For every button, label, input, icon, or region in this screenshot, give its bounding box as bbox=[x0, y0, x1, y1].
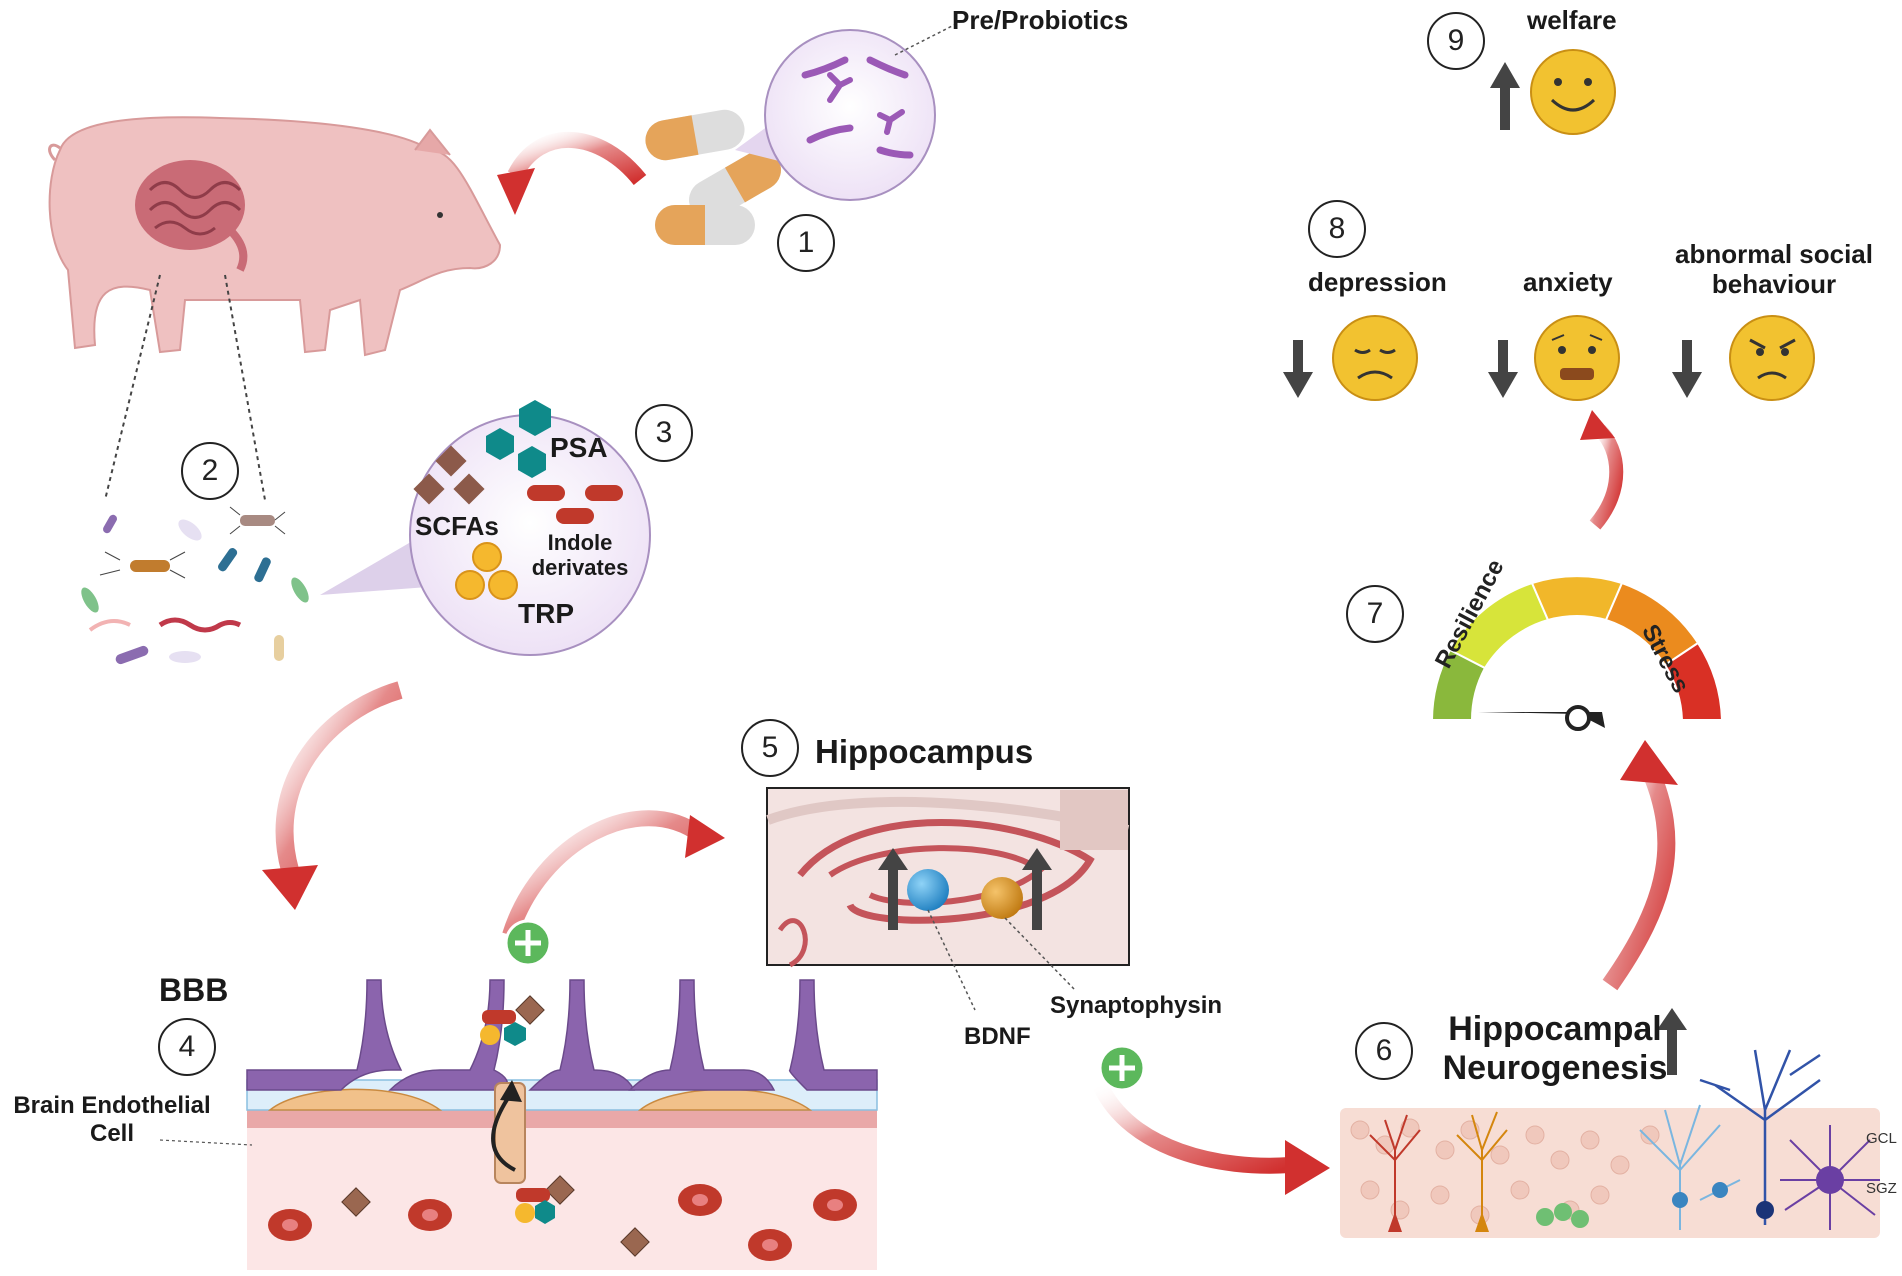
metabolites-bubble bbox=[409, 400, 651, 656]
indole-derivates-label: Indole derivates bbox=[520, 530, 640, 581]
blood-brain-barrier-illustration bbox=[159, 979, 878, 1270]
stress-resilience-gauge bbox=[1430, 575, 1724, 731]
arrow-neurogenesis-to-gauge bbox=[1602, 740, 1678, 991]
bbb-label: BBB bbox=[159, 972, 229, 1008]
abnormal-social-behaviour-label: abnormal social behaviour bbox=[1674, 239, 1874, 300]
neuro-line-1: Hippocampal bbox=[1448, 1010, 1662, 1048]
psa-label: PSA bbox=[550, 432, 608, 463]
plus-icon bbox=[504, 919, 552, 967]
intestine-icon bbox=[135, 160, 248, 272]
welfare-label: welfare bbox=[1527, 5, 1617, 35]
pig-illustration bbox=[48, 116, 502, 501]
step-number-5: 5 bbox=[741, 719, 799, 777]
gcl-label: GCL bbox=[1866, 1130, 1897, 1147]
abnormal-line-1: abnormal social bbox=[1675, 239, 1873, 269]
step-number-3: 3 bbox=[635, 404, 693, 462]
step-number-1: 1 bbox=[777, 214, 835, 272]
neuro-line-2: Neurogenesis bbox=[1442, 1049, 1668, 1088]
preprobiotics-label: Pre/Probiotics bbox=[952, 5, 1129, 35]
happy-face-icon bbox=[1530, 49, 1616, 135]
synaptophysin-label: Synaptophysin bbox=[1050, 992, 1223, 1019]
brain-endothelial-cell-label: Brain Endothelial Cell bbox=[0, 1092, 224, 1147]
indole-line-2: derivates bbox=[531, 555, 629, 581]
step-number-9: 9 bbox=[1427, 12, 1485, 70]
microbiota-illustration bbox=[81, 506, 309, 665]
step-number-2: 2 bbox=[181, 442, 239, 500]
sgz-label: SGZ bbox=[1866, 1180, 1897, 1197]
sad-face-icon bbox=[1332, 315, 1418, 401]
step-number-7: 7 bbox=[1346, 585, 1404, 643]
depression-label: depression bbox=[1308, 267, 1447, 297]
indole-line-1: Indole bbox=[547, 530, 613, 555]
plus-icon bbox=[1098, 1044, 1146, 1092]
arrow-hippocampus-to-neurogenesis bbox=[1092, 1081, 1330, 1195]
hippocampus-section bbox=[766, 787, 1130, 1011]
arrow-gauge-to-emotions bbox=[1580, 410, 1624, 530]
emoji-icons bbox=[1283, 49, 1815, 401]
abnormal-line-2: behaviour bbox=[1711, 268, 1837, 299]
scfas-label: SCFAs bbox=[415, 511, 499, 541]
arrow-microbiota-to-bbb bbox=[262, 681, 403, 910]
anxiety-label: anxiety bbox=[1523, 267, 1613, 297]
neurogenesis-tissue bbox=[1340, 1008, 1880, 1238]
angry-face-icon bbox=[1729, 315, 1815, 401]
step-number-6: 6 bbox=[1355, 1022, 1413, 1080]
arrow-bbb-to-hippocampus bbox=[502, 810, 725, 938]
capsules-icon bbox=[645, 109, 781, 245]
hippocampus-title: Hippocampus bbox=[815, 733, 1034, 770]
step-number-8: 8 bbox=[1308, 200, 1366, 258]
hippocampal-neurogenesis-label: Hippocampal Neurogenesis bbox=[1430, 1010, 1680, 1088]
bdnf-label: BDNF bbox=[964, 1023, 1031, 1050]
brain-endo-line-1: Brain Endothelial bbox=[13, 1092, 211, 1119]
arrow-pills-to-pig bbox=[497, 132, 647, 215]
brain-endo-line-2: Cell bbox=[89, 1119, 134, 1147]
step-number-4: 4 bbox=[158, 1018, 216, 1076]
trp-label: TRP bbox=[518, 598, 574, 629]
anxious-face-icon bbox=[1534, 315, 1620, 401]
probiotics-bubble bbox=[764, 29, 936, 201]
